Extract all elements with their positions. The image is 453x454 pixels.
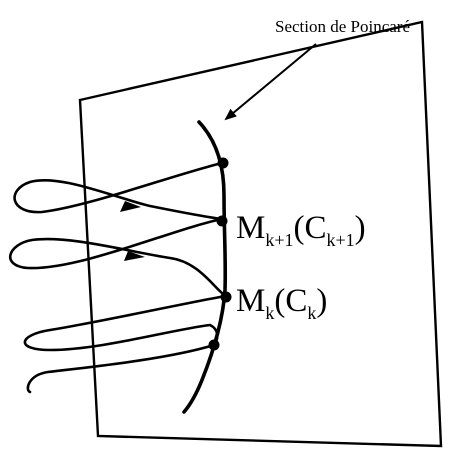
point-label-k-plus-1: Mk+1(Ck+1): [236, 210, 366, 250]
intersection-point: [216, 215, 228, 227]
intersection-point: [220, 291, 232, 303]
section-plane: [78, 20, 443, 448]
helical-trajectory: [8, 161, 228, 394]
section-caption: Section de Poincaré: [275, 17, 410, 36]
section-pointer-arrow: [224, 43, 317, 121]
intersection-point: [217, 157, 229, 169]
point-label-k: Mk(Ck): [236, 283, 327, 323]
trajectory-direction-arrow: [124, 251, 145, 261]
intersection-point: [208, 339, 220, 351]
trajectory-direction-arrow: [120, 201, 141, 212]
